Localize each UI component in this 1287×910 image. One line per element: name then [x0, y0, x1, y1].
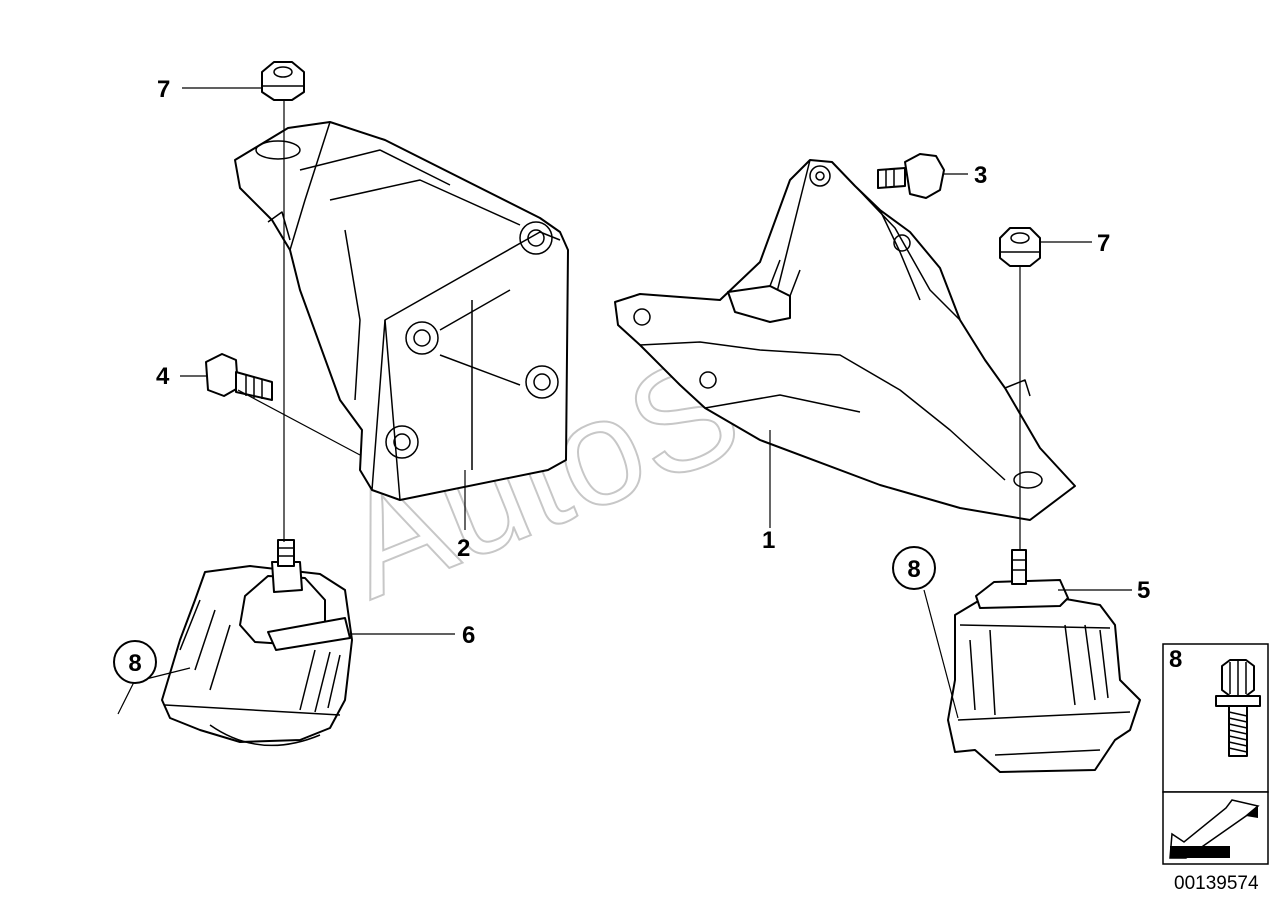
legend-box: 8	[1162, 643, 1269, 865]
callout-5: 5	[1137, 577, 1150, 604]
svg-text:8: 8	[907, 556, 920, 583]
callout-6: 6	[462, 622, 475, 649]
svg-text:8: 8	[128, 650, 141, 677]
direction-arrow-icon	[1169, 799, 1260, 859]
callout-2: 2	[457, 535, 470, 562]
part-1-bracket[interactable]	[614, 159, 1076, 521]
document-id: 00139574	[1174, 873, 1259, 894]
part-3-bolt[interactable]	[877, 153, 945, 199]
part-7-nut-right[interactable]	[999, 227, 1041, 267]
callout-8-left: 8	[113, 640, 157, 684]
part-4-bolt[interactable]	[205, 353, 273, 401]
bolt-8-icon	[1215, 659, 1261, 757]
callout-4: 4	[156, 363, 170, 390]
part-7-nut-left[interactable]	[261, 61, 305, 101]
callout-7-right: 7	[1097, 230, 1110, 257]
part-2-bracket[interactable]	[234, 121, 569, 501]
leader-lines	[117, 87, 1132, 719]
callout-7-left: 7	[157, 76, 170, 103]
part-5-engine-mount-right[interactable]	[947, 549, 1141, 773]
callout-3: 3	[974, 162, 987, 189]
callout-8-right: 8	[892, 546, 936, 590]
legend-label: 8	[1169, 646, 1182, 673]
part-6-engine-mount-left[interactable]	[161, 539, 353, 747]
callout-1: 1	[762, 527, 775, 554]
